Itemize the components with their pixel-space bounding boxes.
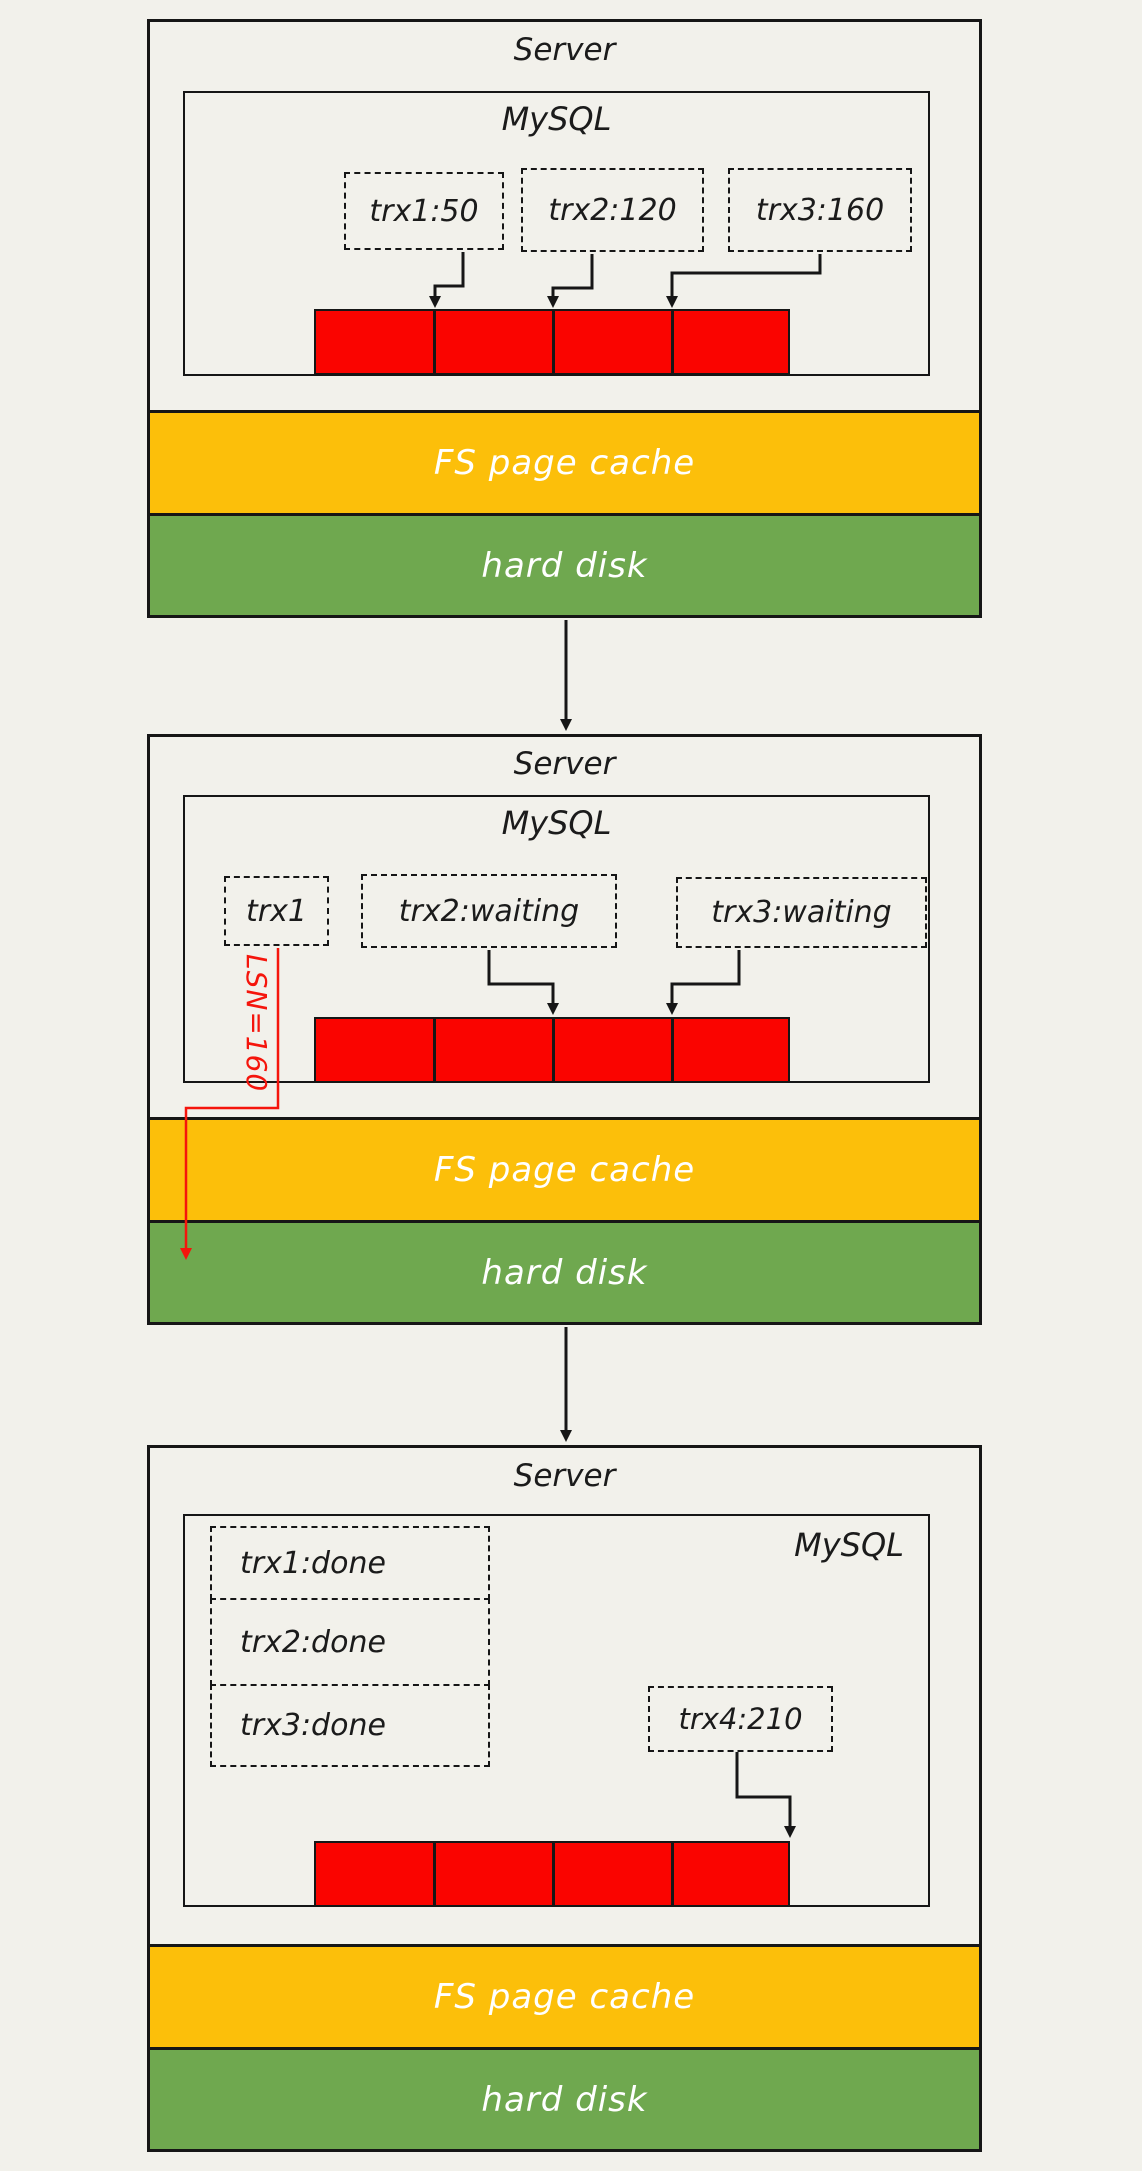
fs-page-cache-label: FS page cache <box>433 443 696 483</box>
trx-box: trx3:done <box>210 1684 490 1767</box>
hard-disk-label: hard disk <box>481 545 648 586</box>
trx-box: trx1:50 <box>344 172 504 250</box>
trx-box: trx3:160 <box>728 168 912 252</box>
hard-disk-label: hard disk <box>481 2079 648 2120</box>
trx-label: trx3:160 <box>755 192 885 228</box>
trx-label: trx1:done <box>240 1545 386 1581</box>
redo-log-buffer <box>314 1017 790 1083</box>
server-area-2: Server MySQL trx1 trx2:waiting trx3:wait… <box>150 737 979 1117</box>
server-area-3: Server MySQL trx1:done trx2:done trx3:do… <box>150 1448 979 1944</box>
server-panel-1: Server MySQL trx1:50 trx2:120 trx3:160 F… <box>147 19 982 618</box>
mysql-label: MySQL <box>794 1526 904 1564</box>
buffer-segment-divider <box>671 1019 674 1081</box>
buffer-segment-divider <box>671 1843 674 1905</box>
trx-box: trx2:done <box>210 1598 490 1686</box>
trx-label: trx2:waiting <box>398 893 580 929</box>
buffer-segment-divider <box>433 1843 436 1905</box>
fs-page-cache-bar: FS page cache <box>150 410 979 513</box>
redo-log-buffer <box>314 309 790 375</box>
buffer-segment-divider <box>552 1019 555 1081</box>
trx-label: trx4:210 <box>678 1702 803 1736</box>
trx-label: trx3:done <box>240 1708 386 1743</box>
trx-box: trx1 <box>224 876 329 946</box>
fs-page-cache-bar: FS page cache <box>150 1944 979 2047</box>
server-panel-2: Server MySQL trx1 trx2:waiting trx3:wait… <box>147 734 982 1325</box>
buffer-segment-divider <box>433 1019 436 1081</box>
server-area-1: Server MySQL trx1:50 trx2:120 trx3:160 <box>150 22 979 410</box>
buffer-segment-divider <box>433 311 436 373</box>
mysql-label: MySQL <box>501 804 612 842</box>
hard-disk-bar: hard disk <box>150 513 979 615</box>
mysql-box: MySQL <box>183 91 930 376</box>
trx-label: trx2:120 <box>548 192 677 228</box>
fs-page-cache-label: FS page cache <box>433 1977 696 2017</box>
hard-disk-bar: hard disk <box>150 2047 979 2149</box>
trx-box: trx4:210 <box>648 1686 833 1752</box>
trx-box: trx1:done <box>210 1526 490 1600</box>
server-label: Server <box>513 1458 616 1494</box>
hard-disk-bar: hard disk <box>150 1220 979 1322</box>
trx-box: trx3:waiting <box>676 877 927 948</box>
buffer-segment-divider <box>552 1843 555 1905</box>
server-label: Server <box>513 32 616 68</box>
trx-box: trx2:waiting <box>361 874 617 948</box>
fs-page-cache-label: FS page cache <box>433 1150 696 1190</box>
trx-label: trx1 <box>246 893 307 929</box>
trx-label: trx3:waiting <box>711 895 892 930</box>
server-label: Server <box>513 746 616 782</box>
trx-label: trx1:50 <box>369 193 479 229</box>
mysql-label: MySQL <box>501 100 612 138</box>
trx-box: trx2:120 <box>521 168 704 252</box>
server-panel-3: Server MySQL trx1:done trx2:done trx3:do… <box>147 1445 982 2152</box>
buffer-segment-divider <box>552 311 555 373</box>
fs-page-cache-bar: FS page cache <box>150 1117 979 1220</box>
trx-label: trx2:done <box>240 1624 386 1660</box>
buffer-segment-divider <box>671 311 674 373</box>
redo-log-buffer <box>314 1841 790 1907</box>
hard-disk-label: hard disk <box>481 1252 648 1293</box>
